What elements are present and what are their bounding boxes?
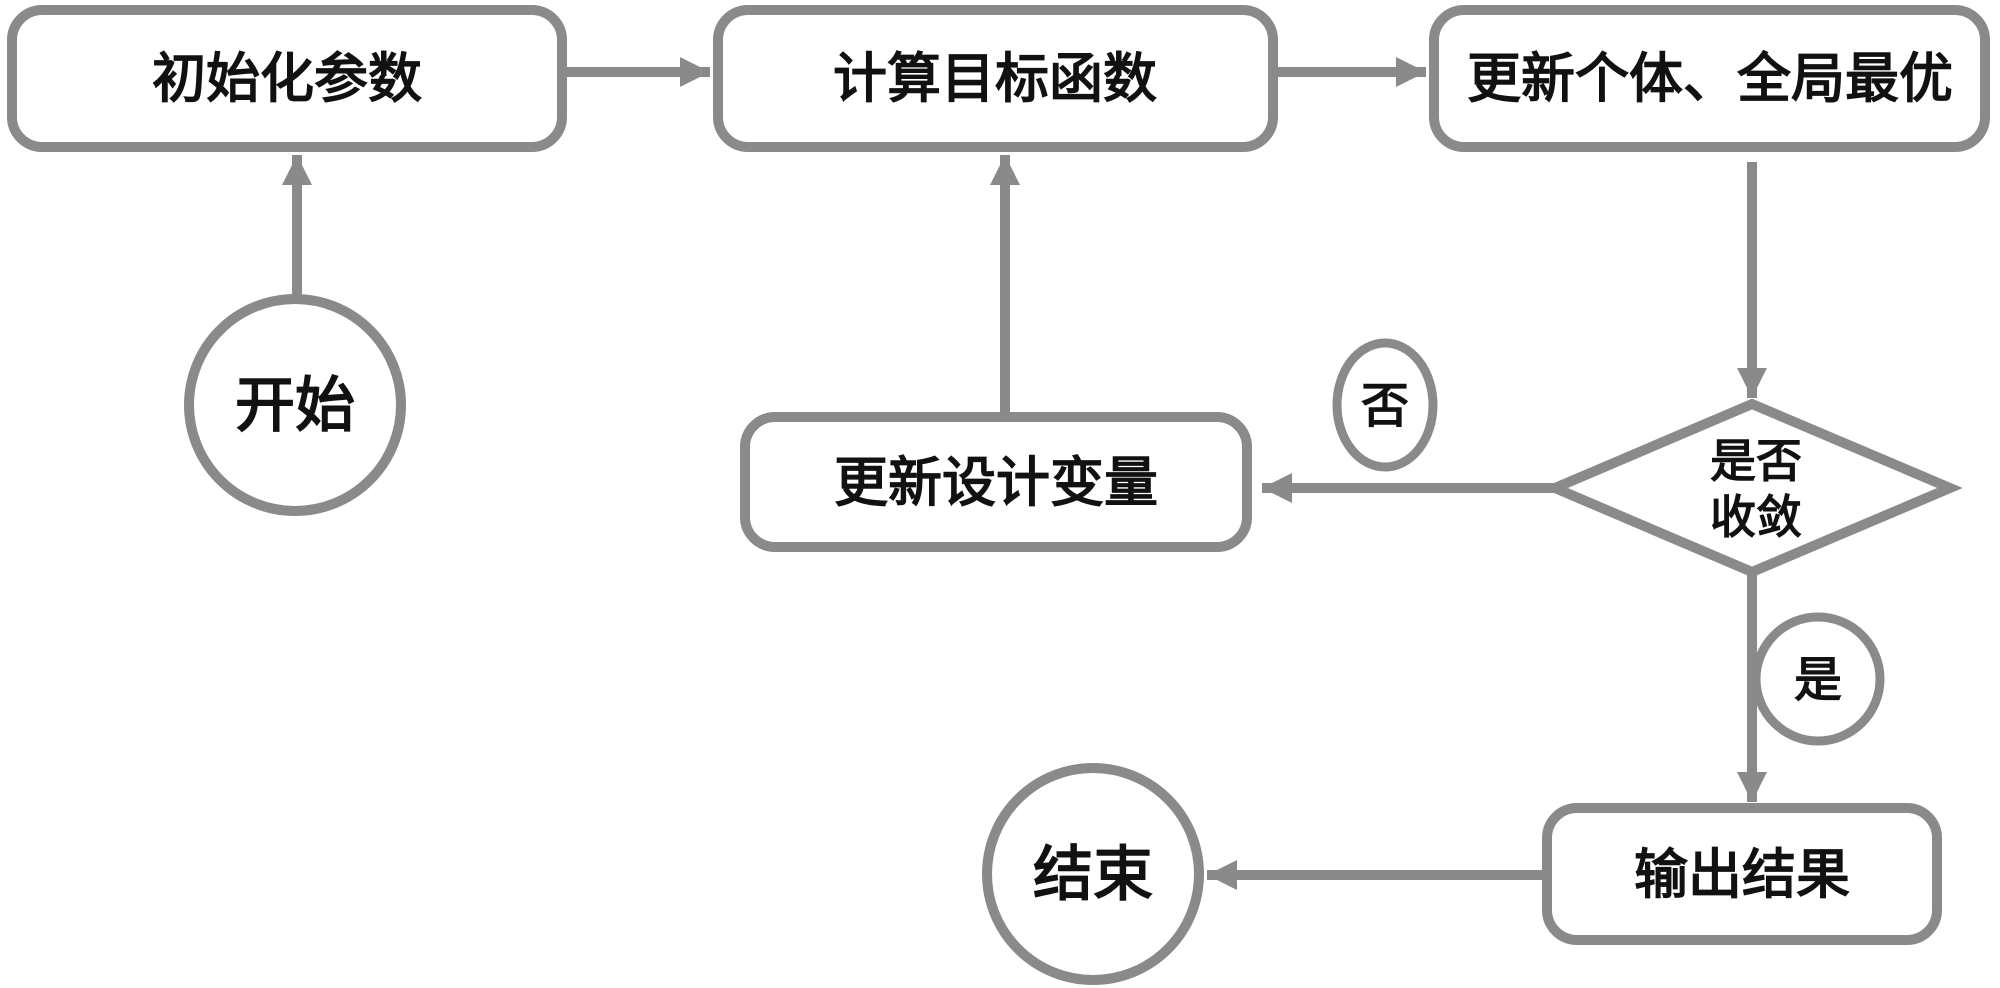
node-output-results: 输出结果: [1542, 803, 1942, 945]
convergence-label-line2: 收敛: [1710, 492, 1802, 543]
node-update-best: 更新个体、全局最优: [1429, 5, 1990, 152]
compute-objective-box-shape: [713, 5, 1278, 152]
yes-badge-label: 是: [1794, 654, 1842, 707]
start-circle-shape: [184, 294, 406, 516]
output-results-label: 输出结果: [1634, 845, 1850, 905]
node-update-design-vars: 更新设计变量: [740, 412, 1252, 552]
no-badge-label: 否: [1361, 380, 1409, 433]
convergence-diamond-shape: [1542, 398, 1963, 578]
update-design-vars-label: 更新设计变量: [834, 453, 1158, 513]
convergence-label-line1: 是否: [1710, 436, 1802, 487]
node-init-params: 初始化参数: [7, 5, 567, 152]
yes-badge-shape: [1751, 612, 1885, 746]
node-yes-badge: 是: [1751, 612, 1885, 746]
no-badge-shape: [1332, 338, 1438, 472]
end-circle-shape: [982, 763, 1204, 985]
node-no-badge: 否: [1332, 338, 1438, 472]
init-params-box-shape: [7, 5, 567, 152]
update-best-label: 更新个体、全局最优: [1467, 49, 1953, 109]
node-compute-objective: 计算目标函数: [713, 5, 1278, 152]
node-convergence-check: 是否 收敛: [1542, 398, 1963, 578]
init-params-label: 初始化参数: [152, 49, 422, 109]
output-results-box-shape: [1542, 803, 1942, 945]
start-label: 开始: [235, 373, 355, 439]
compute-objective-label: 计算目标函数: [833, 49, 1157, 109]
update-best-box-shape: [1429, 5, 1990, 152]
update-design-vars-box-shape: [740, 412, 1252, 552]
end-label: 结束: [1033, 842, 1153, 908]
node-end: 结束: [982, 763, 1204, 985]
node-start: 开始: [184, 294, 406, 516]
